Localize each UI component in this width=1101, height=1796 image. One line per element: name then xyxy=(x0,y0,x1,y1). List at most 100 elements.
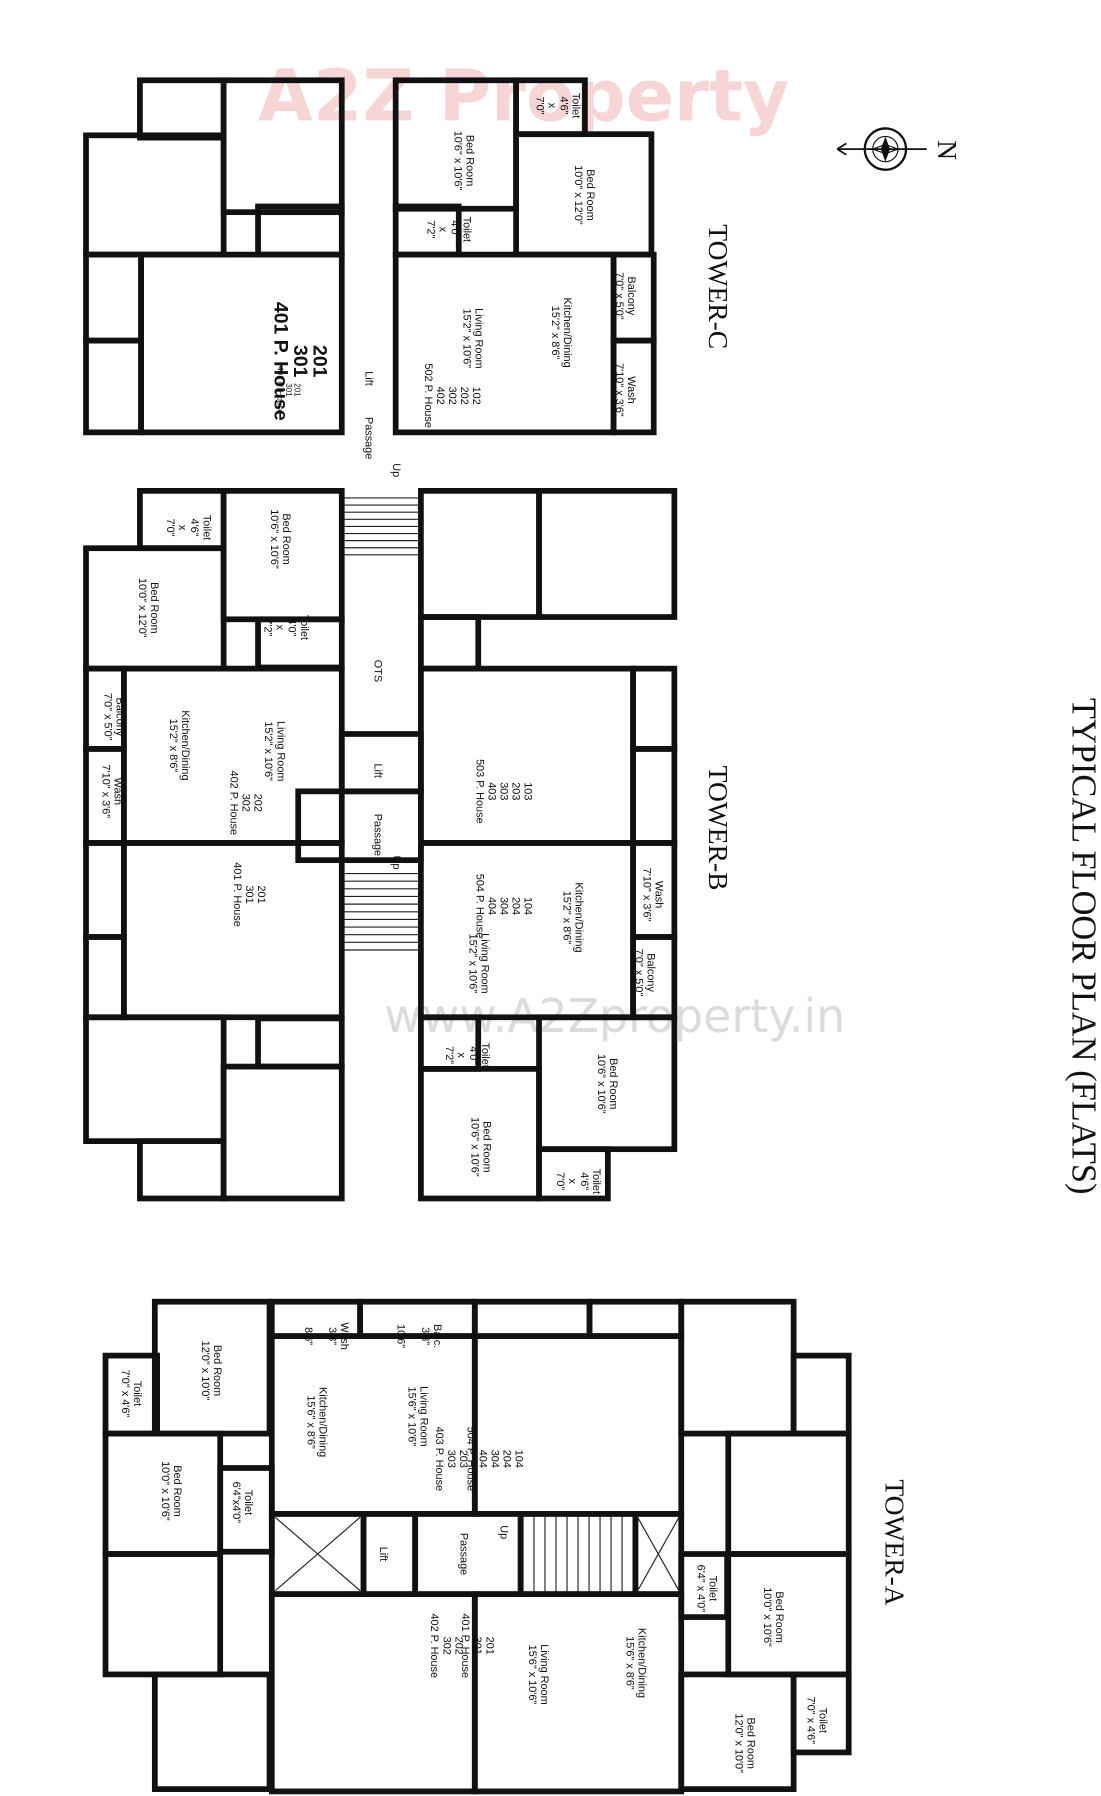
room-label: 103203303403503 P. House xyxy=(474,759,534,823)
room-label: Passage xyxy=(362,417,374,459)
room-label-line: Kitchen/Dining xyxy=(179,710,191,780)
room-label: Living Room15'2" x 10'6" xyxy=(262,721,286,781)
wall xyxy=(536,487,678,620)
room-label-line: 10'0" x 12'0" xyxy=(572,165,584,225)
room-label-line: Wash xyxy=(625,376,637,403)
room-label-line: Toilet xyxy=(707,1576,719,1601)
room-label-line: 7'0" xyxy=(554,1172,566,1190)
room-label-line: Kitchen/Dining xyxy=(636,1628,648,1698)
room-label-line: Toilet xyxy=(590,1169,602,1194)
room-label-line: 204 xyxy=(510,897,522,915)
wall xyxy=(268,1591,478,1795)
room-label-line: 15'2" x 10'6" xyxy=(466,934,478,994)
room-label: Wash3'3"x8'6" xyxy=(302,1322,350,1349)
room-label-line: Living Room xyxy=(418,1386,430,1446)
room-label-line: Passage xyxy=(457,1533,469,1575)
room-label-line: 301 xyxy=(289,345,311,378)
room-label-line: 404 xyxy=(476,1450,488,1468)
room-label: Toilet4'6"x7'0" xyxy=(554,1169,602,1194)
room-label-line: 15'6" x 10'6" xyxy=(406,1387,418,1447)
room-label-line: Balcony xyxy=(625,277,637,316)
room-label-line: 103 xyxy=(522,782,534,800)
room-label-line: Passage xyxy=(371,814,383,856)
wall xyxy=(137,77,227,141)
wall xyxy=(418,487,542,620)
room-label-line: 10'6" x 10'6" xyxy=(268,509,280,569)
room-label: 201301401 P. House xyxy=(459,1614,495,1679)
room-label-line: 15'6" x 8'6" xyxy=(305,1395,317,1449)
room-label: Passage xyxy=(371,814,383,856)
room-label: Passage xyxy=(457,1533,469,1575)
room-label: Bed Room10'0" x 12'0" xyxy=(136,578,160,638)
room-label-line: 201 xyxy=(293,383,302,397)
room-label-line: 404 xyxy=(486,897,498,915)
room-label-line: 302 xyxy=(240,794,252,812)
room-label: Up xyxy=(390,855,402,869)
room-label-line: 6'4"x4'0" xyxy=(230,1482,242,1524)
room-label-line: Bed Room xyxy=(280,513,292,564)
room-label-line: 204 xyxy=(500,1450,512,1468)
room-label-line: 10'6" xyxy=(395,1324,407,1348)
wall xyxy=(151,1671,273,1792)
room-label-line: 15'2" x 8'6" xyxy=(549,306,561,360)
room-label: Toilet6'4"x4'0" xyxy=(230,1482,254,1524)
wall xyxy=(418,665,636,846)
room-label-line: 203 xyxy=(457,1450,469,1468)
room-label-line: Balcony xyxy=(645,953,657,992)
room-label-line: 10'6" x 10'6" xyxy=(451,131,463,191)
room-label-line: Toilet xyxy=(242,1490,254,1515)
room-label-line: Toilet xyxy=(200,515,212,540)
room-label-line: 7'0" xyxy=(533,96,545,114)
room-label: Kitchen/Dining15'2" x 8'6" xyxy=(560,882,584,952)
wall xyxy=(255,203,345,258)
room-label-line: 7'10" x 3'6" xyxy=(641,868,653,922)
room-label: Toilet4'6"x7'0" xyxy=(164,515,212,540)
room-label-line: 4'6" xyxy=(578,1172,590,1190)
room-label-line: Living Room xyxy=(274,721,286,781)
wall xyxy=(630,665,678,752)
wall xyxy=(220,1063,345,1202)
room-label-line: 303 xyxy=(445,1450,457,1468)
room-label-line: Balc. xyxy=(431,1324,443,1348)
room-label-line: 15'2" x 10'6" xyxy=(262,721,274,781)
room-label-line: 401 P. House xyxy=(276,366,285,414)
room-label-line: 4'0" xyxy=(467,1046,479,1064)
room-label: Bed Room10'0" x 12'0" xyxy=(572,165,596,225)
room-label-line: Wash xyxy=(653,881,665,908)
room-label: 202302402 P. House xyxy=(228,771,264,835)
wall xyxy=(360,1511,419,1598)
room-label-line: 303 xyxy=(498,782,510,800)
room-label-line: 3'3" xyxy=(326,1327,338,1345)
room-label-line: 302 xyxy=(446,387,458,405)
room-label: Living Room15'6" x 10'6" xyxy=(406,1386,430,1446)
room-label-line: 401 P. House xyxy=(459,1614,471,1679)
room-label-line: Toilet xyxy=(298,615,310,640)
room-label-line: x xyxy=(407,1333,419,1339)
wall xyxy=(418,1066,542,1202)
wall xyxy=(678,1671,797,1792)
wall xyxy=(295,788,424,864)
room-label-line: 202 xyxy=(452,1637,464,1655)
room-label-line: 10'0" x 12'0" xyxy=(136,578,148,638)
wall xyxy=(610,337,657,436)
room-label: Toilet7'0" x 4'6" xyxy=(805,1697,829,1745)
room-label-line: Bed Room xyxy=(744,1718,756,1769)
room-label-line: Living Room xyxy=(538,1644,550,1704)
room-label-line: 7'0" x 5'0" xyxy=(633,949,645,997)
room-label: Kitchen/Dining15'6" x 8'6" xyxy=(305,1387,329,1457)
stairs-and-shafts xyxy=(274,497,680,1592)
room-label-line: 15'2" x 8'6" xyxy=(560,891,572,945)
wall xyxy=(137,1138,227,1202)
room-label-line: 104 xyxy=(513,1450,525,1468)
room-label-line: 7'0" xyxy=(164,519,176,537)
room-label: OTS xyxy=(371,660,383,682)
room-label-line: 301 xyxy=(243,885,255,903)
room-label-line: 10'0" x 10'6" xyxy=(761,1587,773,1647)
room-label-line: 7'2" xyxy=(262,618,274,636)
room-label-line: 202 xyxy=(252,794,264,812)
room-label-line: 503 P. House xyxy=(474,759,486,823)
room-label-line: Lift xyxy=(371,763,383,778)
room-label-line: 301 xyxy=(284,383,293,397)
room-label-line: Toilet xyxy=(479,1042,491,1067)
